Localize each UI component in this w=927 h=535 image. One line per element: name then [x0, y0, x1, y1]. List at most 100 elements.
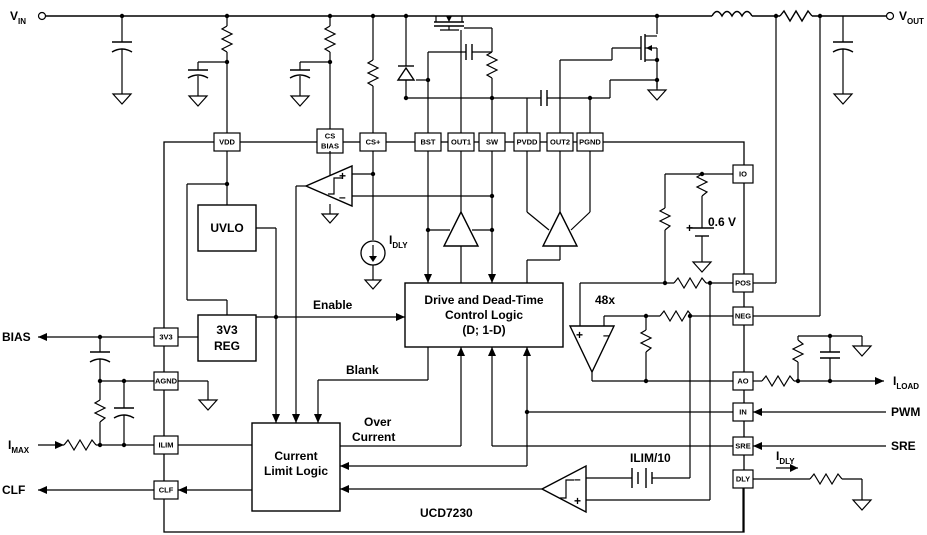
pwm-input — [340, 347, 886, 470]
pin-agnd: AGND — [153, 371, 179, 391]
svg-text:+: + — [576, 328, 583, 342]
svg-text:OUT1: OUT1 — [451, 138, 471, 147]
bias-label: BIAS — [2, 330, 31, 344]
pin-ao: AO — [732, 371, 754, 391]
blank-label: Blank — [346, 363, 379, 377]
chip-name: UCD7230 — [420, 506, 473, 520]
svg-text:3V3: 3V3 — [216, 323, 238, 337]
idly-label: IDLY — [776, 449, 795, 466]
svg-text:AO: AO — [737, 377, 748, 386]
svg-text:IO: IO — [739, 170, 747, 179]
pin-pgnd: PGND — [576, 132, 604, 152]
pin-bst: BST — [414, 132, 442, 152]
svg-text:Drive and Dead-Time: Drive and Dead-Time — [424, 293, 543, 307]
vout-label: VOUT — [899, 9, 924, 26]
pin-3v3: 3V3 — [153, 327, 179, 347]
pin-out2: OUT2 — [546, 132, 574, 152]
3v3-reg-block: 3V3 REG — [197, 314, 257, 362]
svg-text:3V3: 3V3 — [159, 333, 172, 342]
svg-text:–: – — [574, 472, 581, 486]
pin-pvdd: PVDD — [513, 132, 541, 152]
svg-text:Control Logic: Control Logic — [445, 308, 523, 322]
svg-text:SW: SW — [486, 138, 499, 147]
left-side-network — [38, 333, 252, 494]
driver-1 — [424, 151, 496, 283]
svg-text:+: + — [339, 169, 346, 183]
clf-label: CLF — [2, 483, 25, 497]
cs-comparator: + – — [292, 151, 495, 423]
svg-text:OUT2: OUT2 — [550, 138, 570, 147]
imax-label: IMAX — [8, 438, 30, 455]
pin-sre: SRE — [732, 436, 754, 456]
ilim-comparator: – + — [340, 313, 711, 514]
svg-text:VDD: VDD — [219, 138, 235, 147]
svg-text:CLF: CLF — [159, 486, 174, 495]
gain-label: 48x — [595, 293, 615, 307]
svg-text:+: + — [574, 494, 581, 508]
current-limit-block: Current Limit Logic — [251, 422, 341, 512]
vin-capacitor — [111, 16, 133, 105]
pin-io: IO — [732, 164, 754, 184]
enable-label: Enable — [313, 298, 353, 312]
csbias-filter — [289, 16, 337, 133]
drive-logic-block: Drive and Dead-Time Control Logic (D; 1-… — [404, 282, 564, 348]
blank-signal — [314, 347, 429, 423]
svg-text:PVDD: PVDD — [517, 138, 538, 147]
svg-text:PGND: PGND — [579, 138, 601, 147]
rail-junctions — [119, 13, 823, 19]
svg-text:AGND: AGND — [155, 377, 178, 386]
idly-source — [360, 151, 386, 290]
svg-text:(D; 1-D): (D; 1-D) — [462, 323, 505, 337]
sre-input — [488, 347, 886, 450]
reference-voltage-label: 0.6 V — [708, 215, 736, 229]
pin-in: IN — [732, 402, 754, 422]
reference-network: + — [658, 171, 733, 286]
high-side-fet — [396, 16, 530, 133]
vdd-internal — [178, 151, 280, 423]
svg-text:–: – — [603, 328, 610, 342]
low-side-fet — [526, 16, 668, 133]
over-current-label-2: Current — [352, 430, 395, 444]
sense-lines — [753, 16, 821, 317]
pin-dly: DLY — [732, 469, 754, 489]
svg-text:SRE: SRE — [735, 442, 750, 451]
pin-vdd: VDD — [213, 132, 241, 152]
svg-text:BIAS: BIAS — [321, 142, 339, 151]
pin-neg: NEG — [732, 306, 754, 326]
pin-out1: OUT1 — [447, 132, 475, 152]
svg-text:UVLO: UVLO — [210, 221, 243, 235]
pin-clf: CLF — [153, 480, 179, 500]
ao-output-network — [753, 333, 884, 388]
uvlo-block: UVLO — [197, 204, 257, 252]
svg-text:NEG: NEG — [735, 312, 751, 321]
svg-text:Limit Logic: Limit Logic — [264, 464, 328, 478]
pin-sw: SW — [478, 132, 506, 152]
svg-text:ILIM: ILIM — [159, 441, 174, 450]
svg-text:CS+: CS+ — [366, 138, 381, 147]
svg-text:Current: Current — [274, 449, 317, 463]
pin-ilim: ILIM — [153, 435, 179, 455]
svg-text:DLY: DLY — [736, 475, 750, 484]
svg-text:+: + — [686, 221, 693, 235]
vin-rail — [37, 9, 895, 23]
csplus-resistor — [366, 16, 380, 133]
sense-amplifier: + – — [568, 276, 733, 490]
pwm-label: PWM — [891, 405, 920, 419]
ilim10-label: ILIM/10 — [630, 451, 671, 465]
sw-resistor — [464, 27, 499, 133]
sre-label: SRE — [891, 439, 916, 453]
enable-signal — [256, 313, 405, 321]
over-current-label-1: Over — [364, 415, 392, 429]
over-current-signal — [340, 347, 465, 447]
pin-pos: POS — [732, 273, 754, 293]
idly-source-label: IDLY — [389, 233, 408, 250]
svg-text:REG: REG — [214, 339, 240, 353]
svg-text:CS: CS — [325, 132, 335, 141]
driver-2 — [526, 151, 591, 283]
svg-text:–: – — [339, 190, 346, 204]
svg-text:POS: POS — [735, 279, 751, 288]
vin-label: VIN — [10, 9, 26, 26]
iload-label: ILOAD — [893, 374, 919, 391]
